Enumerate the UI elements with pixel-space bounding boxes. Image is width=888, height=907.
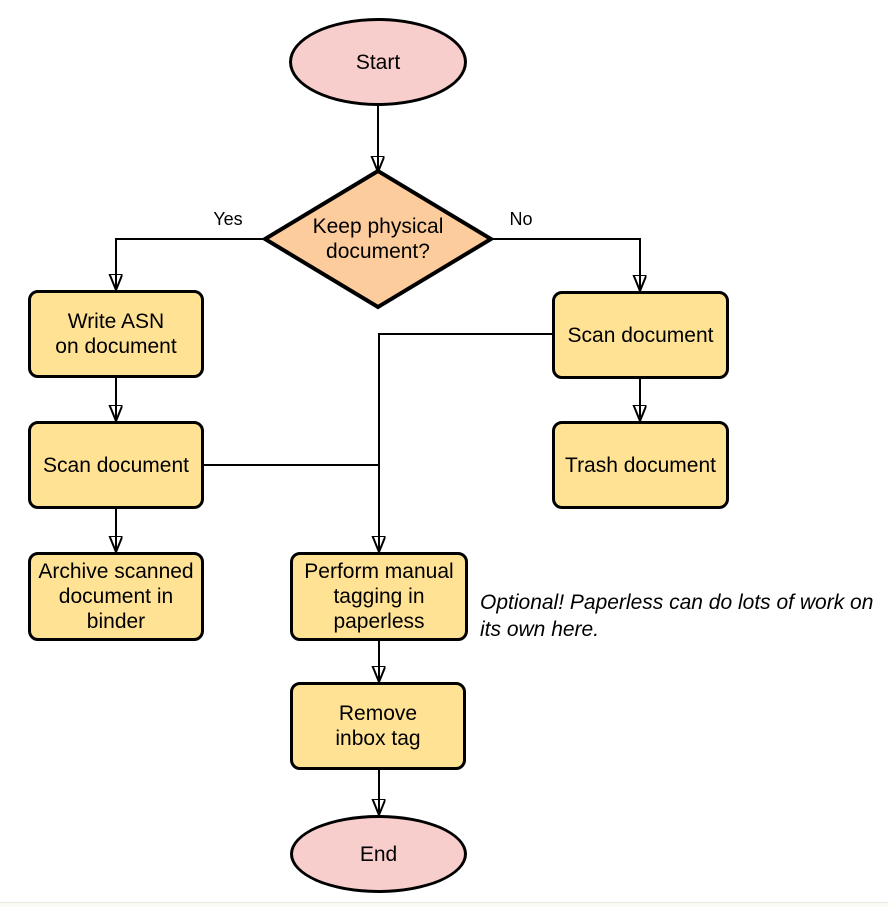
node-write-asn-label: Write ASN on document	[55, 310, 177, 358]
node-start: Start	[289, 18, 467, 106]
node-scan-document-left: Scan document	[28, 421, 204, 509]
edge-decision-yes-to-write-asn	[116, 238, 265, 290]
node-archive-in-binder-label: Archive scanned document in binder	[38, 560, 194, 633]
edge-decision-no-to-scan-right	[490, 238, 640, 291]
page-bottom-edge	[0, 902, 888, 907]
node-remove-inbox-tag: Remove inbox tag	[290, 682, 466, 770]
node-trash-document-label: Trash document	[565, 453, 716, 477]
node-manual-tagging: Perform manual tagging in paperless	[290, 552, 468, 641]
node-archive-in-binder: Archive scanned document in binder	[28, 552, 204, 641]
decision-diamond-shape	[262, 168, 494, 310]
edge-scan-right-to-tagging	[379, 333, 553, 552]
node-scan-document-right: Scan document	[552, 291, 729, 379]
node-decision: Keep physical document?	[262, 168, 494, 310]
node-write-asn: Write ASN on document	[28, 290, 204, 378]
edge-label-yes: Yes	[211, 209, 245, 229]
node-end-label: End	[359, 842, 398, 866]
annotation-note: Optional! Paperless can do lots of work …	[480, 591, 874, 641]
node-scan-document-right-label: Scan document	[567, 323, 714, 347]
node-scan-document-left-label: Scan document	[43, 453, 189, 477]
node-manual-tagging-label: Perform manual tagging in paperless	[304, 560, 454, 633]
node-remove-inbox-tag-label: Remove inbox tag	[335, 702, 421, 750]
node-end: End	[290, 815, 467, 893]
node-decision-label: Keep physical document?	[312, 215, 444, 263]
node-start-label: Start	[355, 50, 401, 74]
node-trash-document: Trash document	[552, 421, 729, 509]
edge-label-no: No	[507, 209, 535, 229]
